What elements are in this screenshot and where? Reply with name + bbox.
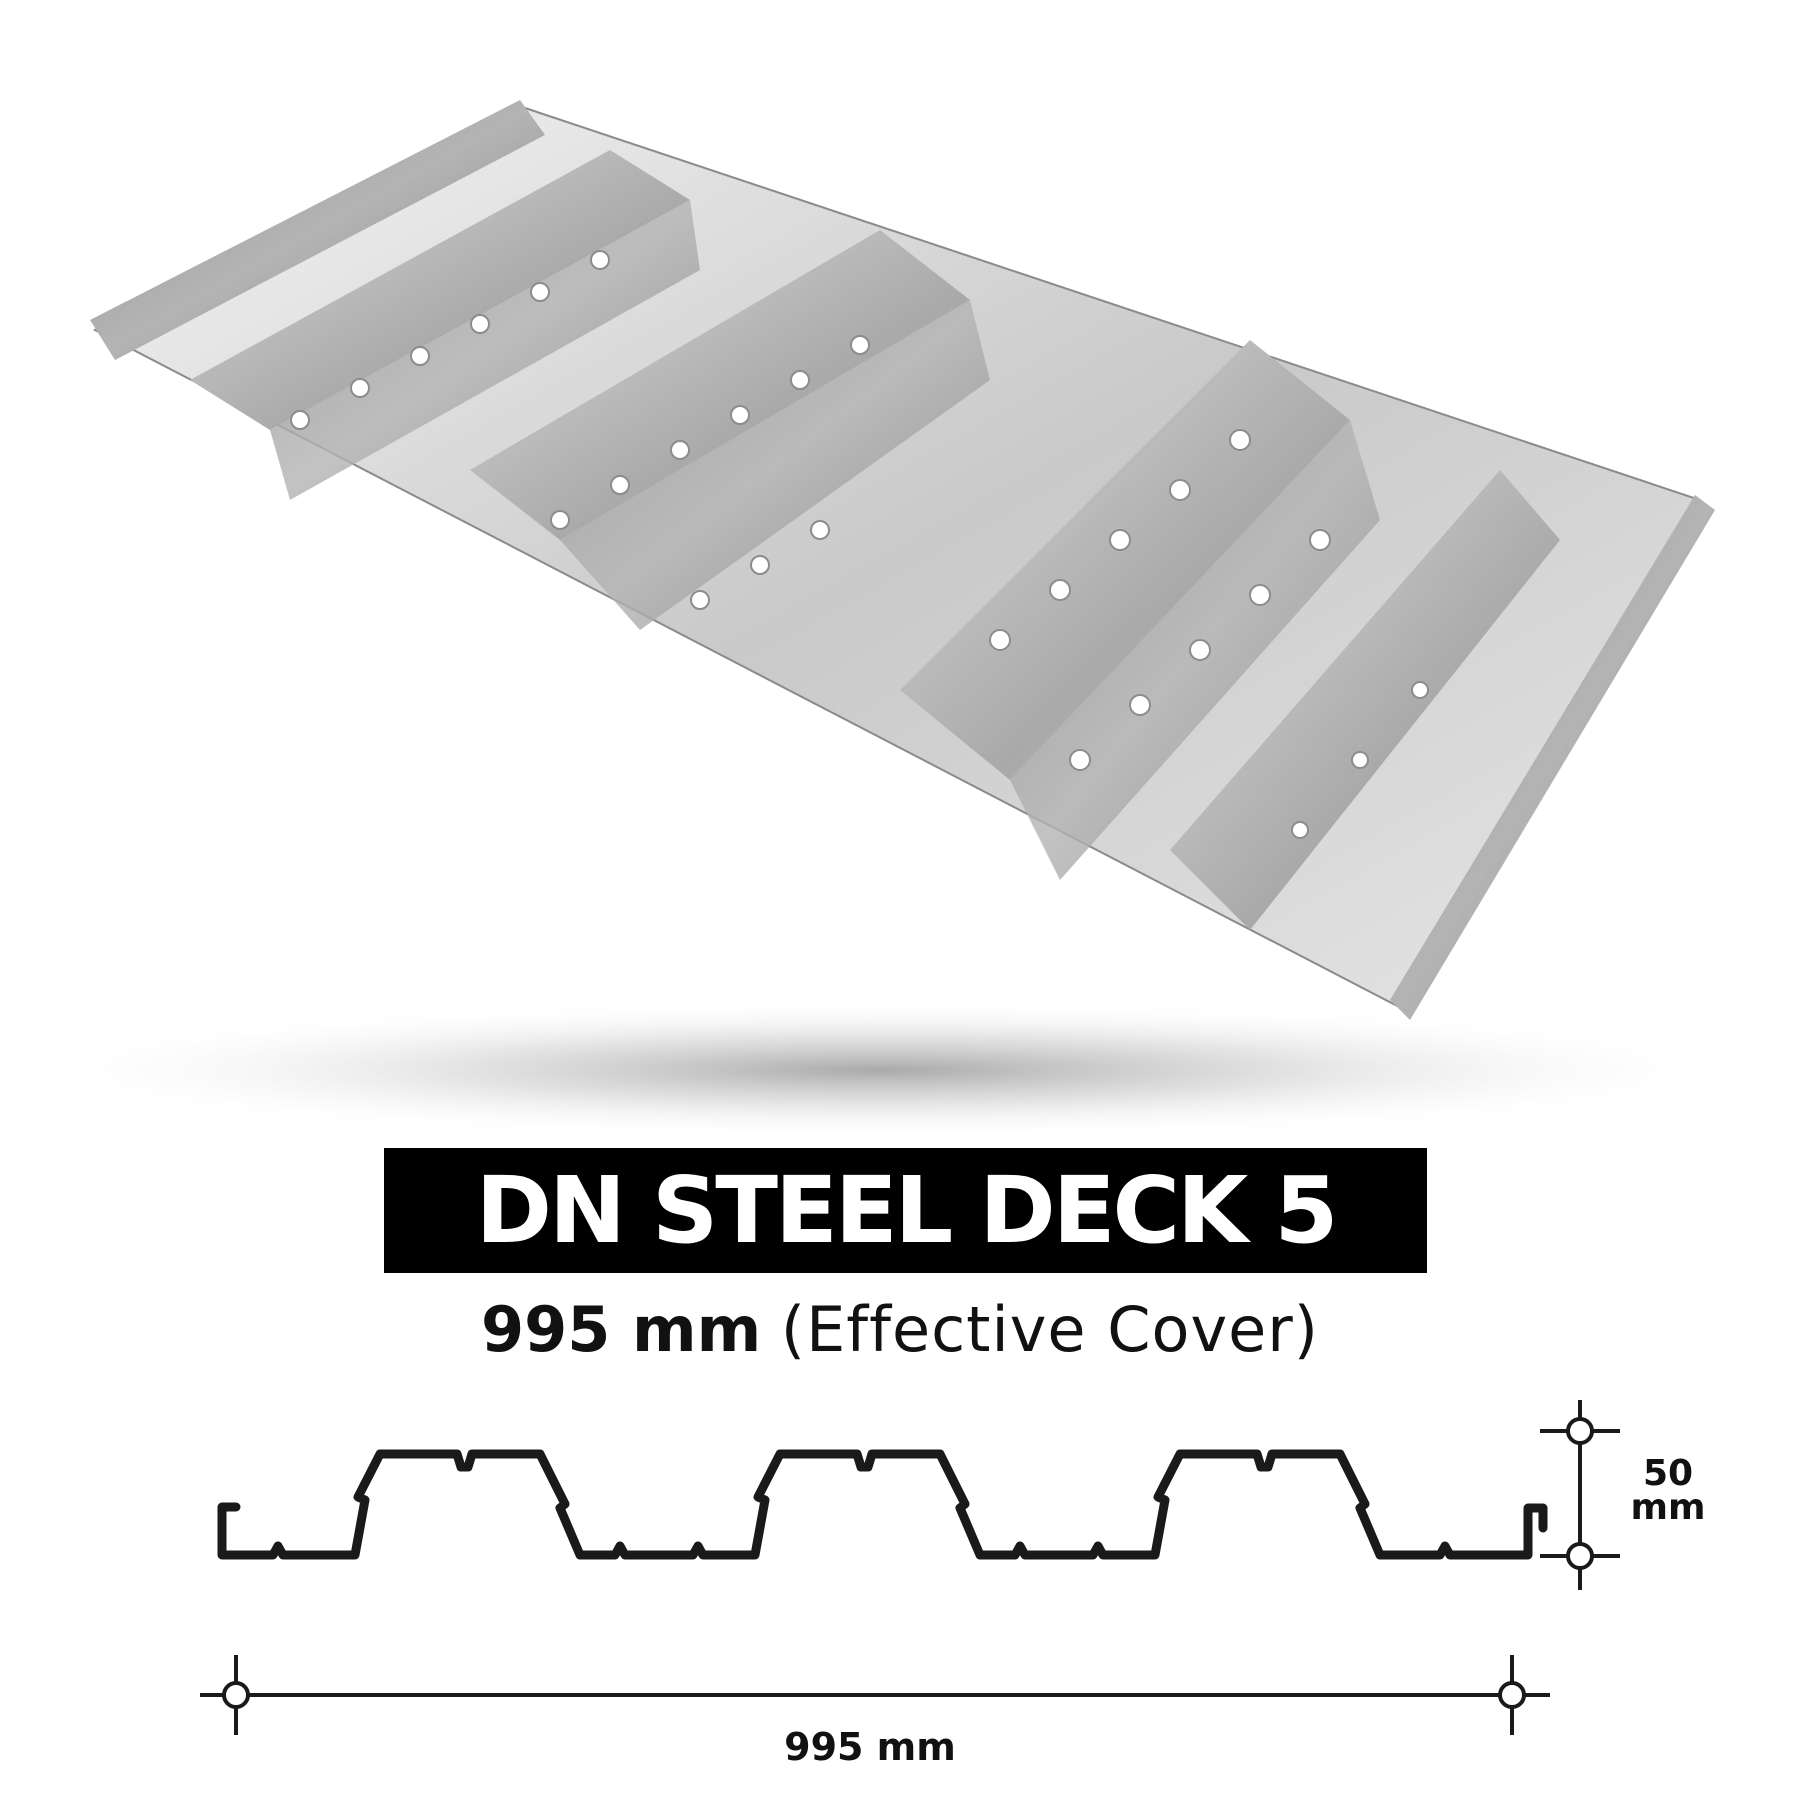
profile-outline	[217, 1449, 1548, 1560]
deck-rib-4	[1170, 470, 1560, 930]
deck-profile-drawing: 50 mm 995 mm	[200, 1400, 1706, 1769]
height-dimension-unit: mm	[1630, 1487, 1705, 1528]
deck-embossing	[290, 250, 1429, 839]
height-dimension-value: 50	[1643, 1453, 1693, 1494]
deck-rib-2	[470, 230, 970, 540]
height-dimension	[1540, 1400, 1620, 1590]
steel-deck-photo	[0, 100, 1760, 1130]
floor-shadow	[0, 1000, 1760, 1130]
deck-rib-2-side	[560, 300, 990, 630]
deck-right-lip	[1390, 495, 1715, 1020]
width-dimension	[200, 1655, 1550, 1735]
effective-cover-note: (Effective Cover)	[780, 1293, 1319, 1366]
deck-rib-1-side	[270, 200, 700, 500]
effective-cover-line: 995 mm (Effective Cover)	[0, 1290, 1800, 1370]
deck-rib-1	[190, 150, 690, 430]
width-dimension-label: 995 mm	[784, 1725, 956, 1769]
effective-cover-value: 995 mm	[480, 1293, 762, 1366]
product-title: DN STEEL DECK 5	[475, 1156, 1339, 1264]
title-banner: DN STEEL DECK 5	[384, 1148, 1427, 1273]
deck-left-lip	[90, 100, 545, 360]
